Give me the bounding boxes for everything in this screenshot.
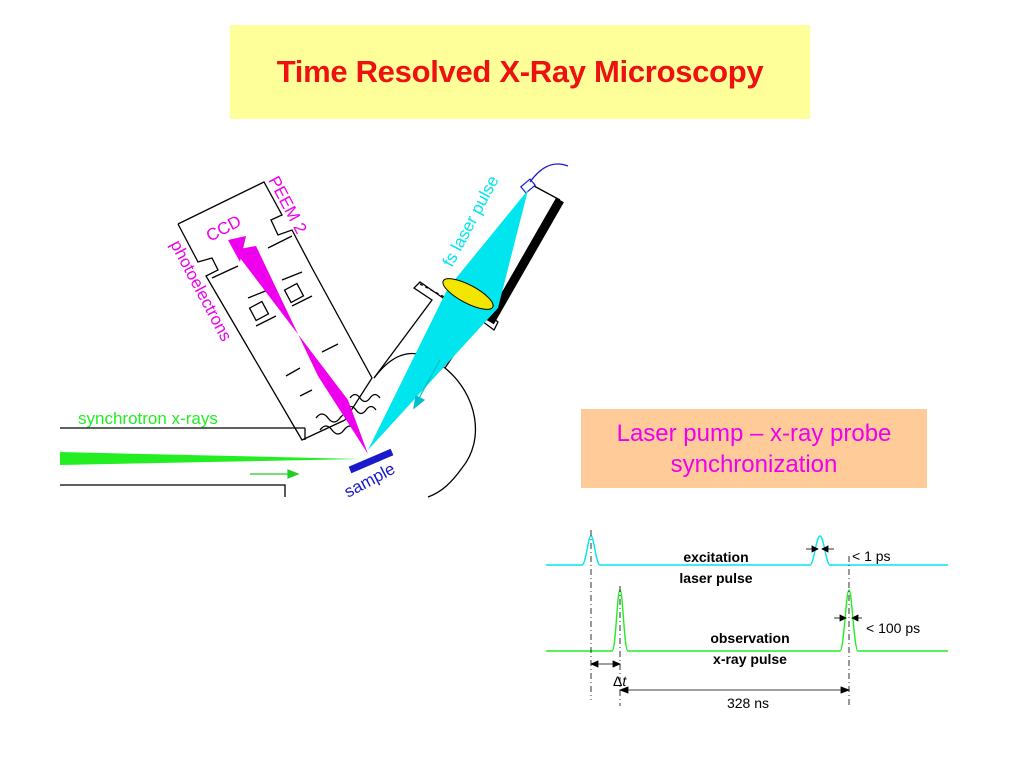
delay-arrow <box>589 660 622 668</box>
delay-label: Δt <box>613 673 627 689</box>
laser-pulse-label-2: laser pulse <box>679 570 752 586</box>
sample-holder <box>348 448 394 474</box>
sync-box-line-2: synchronization <box>670 450 838 478</box>
fiber-connector <box>519 178 537 194</box>
laser-mirror <box>486 197 564 325</box>
page-title: Time Resolved X-Ray Microscopy <box>276 54 764 89</box>
xray-direction-arrow <box>250 469 300 479</box>
laser-beam <box>368 190 528 450</box>
period-arrow <box>618 686 851 694</box>
peem-column <box>177 181 381 441</box>
photoelectrons-label: photoelectrons <box>166 237 235 344</box>
xray-label: synchrotron x-rays <box>78 409 218 428</box>
xray-beam <box>60 452 360 465</box>
focusing-lens <box>442 278 494 310</box>
laser-direction-arrow <box>413 359 441 410</box>
xray-pulse-label-2: x-ray pulse <box>713 651 787 667</box>
mirror-arm <box>533 185 561 201</box>
xray-pulse-trace <box>546 589 948 652</box>
delay-label-var: t <box>622 673 627 689</box>
sync-box-line-1: Laser pump – x-ray probe <box>616 419 892 447</box>
peem-label: PEEM 2 <box>264 173 310 237</box>
timing-reference-lines <box>590 530 850 706</box>
photoelectron-beam <box>234 246 368 454</box>
period-label: 328 ns <box>727 695 769 711</box>
photoelectron-arrowhead <box>228 236 246 262</box>
fiber-cable <box>529 163 569 183</box>
laser-pulse-label-1: excitation <box>683 549 748 565</box>
laser-width-label: < 1 ps <box>852 548 891 564</box>
laser-width-arrows <box>806 545 834 553</box>
xray-width-arrows <box>834 614 862 622</box>
laser-pulse-trace <box>546 535 948 566</box>
delay-label-symbol: Δ <box>613 673 622 689</box>
beamline-pipe <box>60 427 305 497</box>
title-box: Time Resolved X-Ray Microscopy <box>230 25 810 119</box>
xray-width-label: < 100 ps <box>866 620 920 636</box>
xray-pulse-label-1: observation <box>710 630 789 646</box>
synchronization-box: Laser pump – x-ray probe synchronization <box>581 409 927 488</box>
timing-diagram: excitation laser pulse observation x-ray… <box>546 530 948 711</box>
